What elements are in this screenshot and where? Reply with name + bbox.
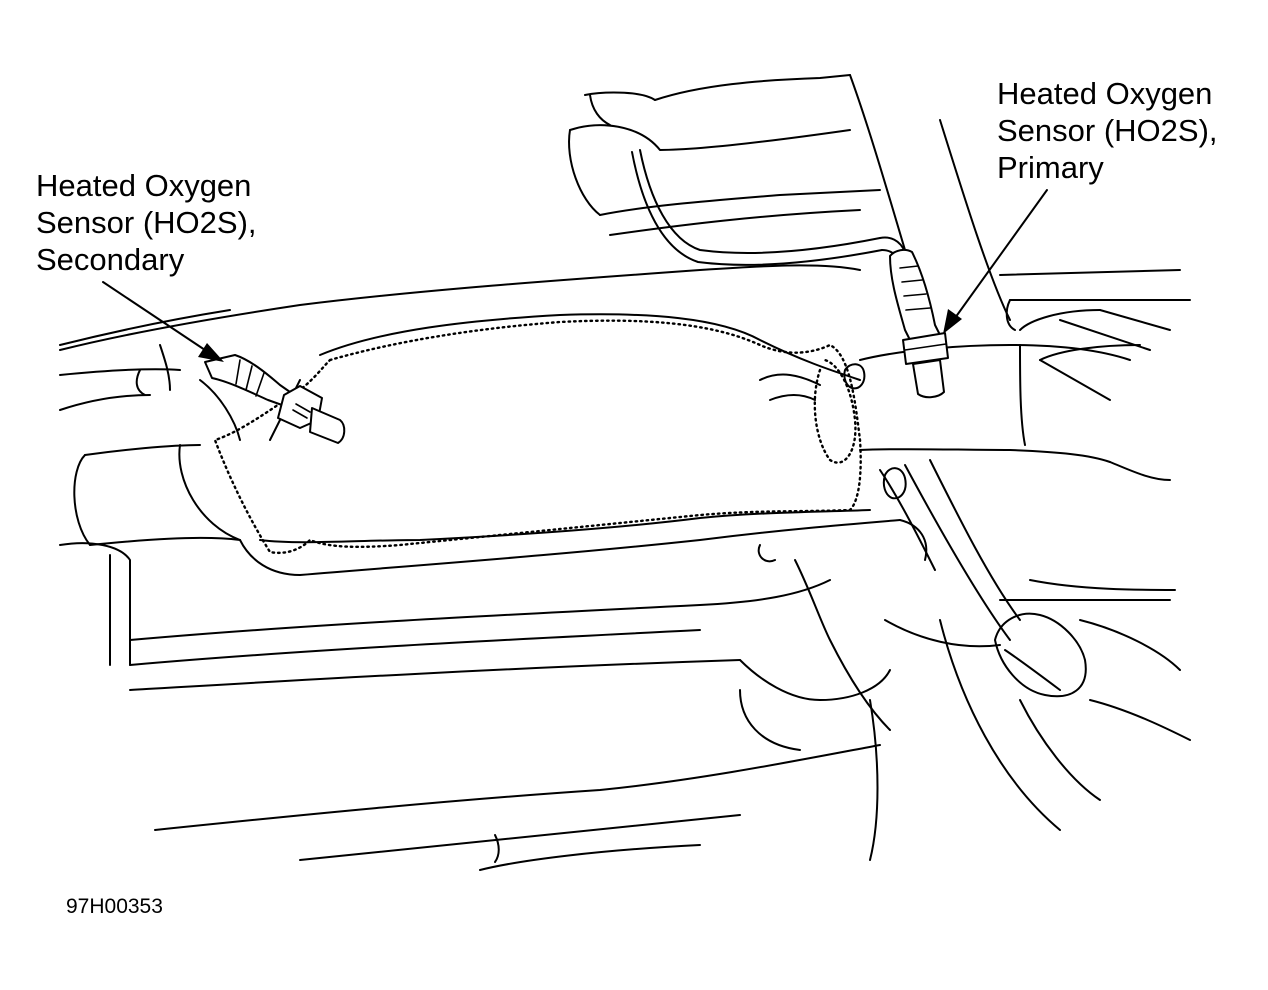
secondary-sensor	[204, 354, 346, 444]
frame-rails	[59, 459, 1176, 871]
secondary-label-line-3: Secondary	[36, 242, 185, 277]
primary-label-line-3: Primary	[997, 150, 1104, 185]
callout-arrows	[102, 189, 1048, 362]
primary-label-line-2: Sensor (HO2S),	[997, 113, 1218, 148]
secondary-label-line-2: Sensor (HO2S),	[36, 205, 257, 240]
front-pipe-primary	[859, 269, 1191, 481]
clamp-details	[759, 363, 907, 500]
primary-arrow-line	[954, 189, 1048, 319]
body-panel-outlines	[568, 74, 1011, 321]
secondary-arrowhead-icon	[198, 343, 224, 362]
primary-sensor-label: Heated Oxygen Sensor (HO2S), Primary	[997, 75, 1218, 186]
catalytic-converter-shell	[213, 313, 871, 554]
rear-pipe-flange	[59, 344, 241, 441]
primary-arrowhead-icon	[943, 309, 962, 334]
primary-sensor	[889, 248, 949, 399]
secondary-label-line-1: Heated Oxygen	[36, 168, 252, 203]
secondary-arrow-line	[102, 281, 206, 351]
secondary-sensor-label: Heated Oxygen Sensor (HO2S), Secondary	[36, 167, 257, 278]
figure-id: 97H00353	[66, 895, 163, 918]
exhaust-pipe-outline	[59, 264, 928, 576]
primary-label-line-1: Heated Oxygen	[997, 76, 1213, 111]
primary-sensor-harness	[631, 149, 906, 266]
right-bracket	[994, 612, 1191, 801]
